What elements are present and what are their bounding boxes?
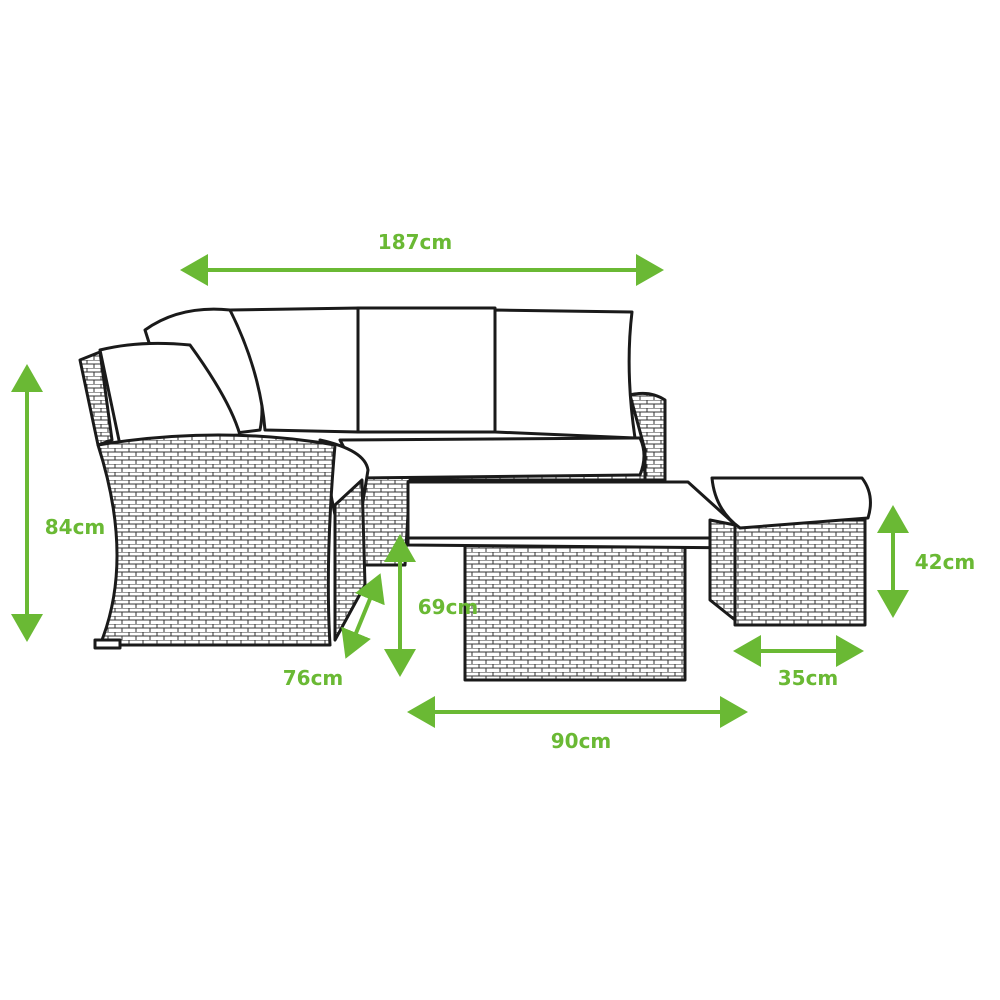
table-base <box>463 543 687 682</box>
back-cushion-2 <box>356 306 497 434</box>
stool-base-side <box>708 518 737 622</box>
left-arm <box>96 433 337 647</box>
label-stool-height: 42cm <box>914 550 976 574</box>
footstool <box>708 476 872 627</box>
label-sofa-depth: 76cm <box>282 666 344 690</box>
arrow-sofa-depth <box>341 573 385 659</box>
stool-base <box>733 518 867 627</box>
stool-cushion <box>710 476 872 530</box>
label-stool-width: 35cm <box>777 666 839 690</box>
sofa-right-arm <box>628 391 667 482</box>
coffee-table <box>406 480 752 682</box>
label-sofa-width: 187cm <box>377 230 453 254</box>
dimension-arrows <box>11 254 909 728</box>
left-foot <box>93 638 122 650</box>
label-sofa-height: 84cm <box>44 515 106 539</box>
side-cushion <box>98 341 242 447</box>
back-cushion-1 <box>228 306 362 434</box>
side-panel <box>333 478 367 642</box>
sofa-back-left <box>78 350 114 447</box>
back-cushion-3 <box>493 308 637 440</box>
label-table-height: 69cm <box>417 595 479 619</box>
label-table-width: 90cm <box>550 729 612 753</box>
seat-cushion <box>338 436 646 480</box>
